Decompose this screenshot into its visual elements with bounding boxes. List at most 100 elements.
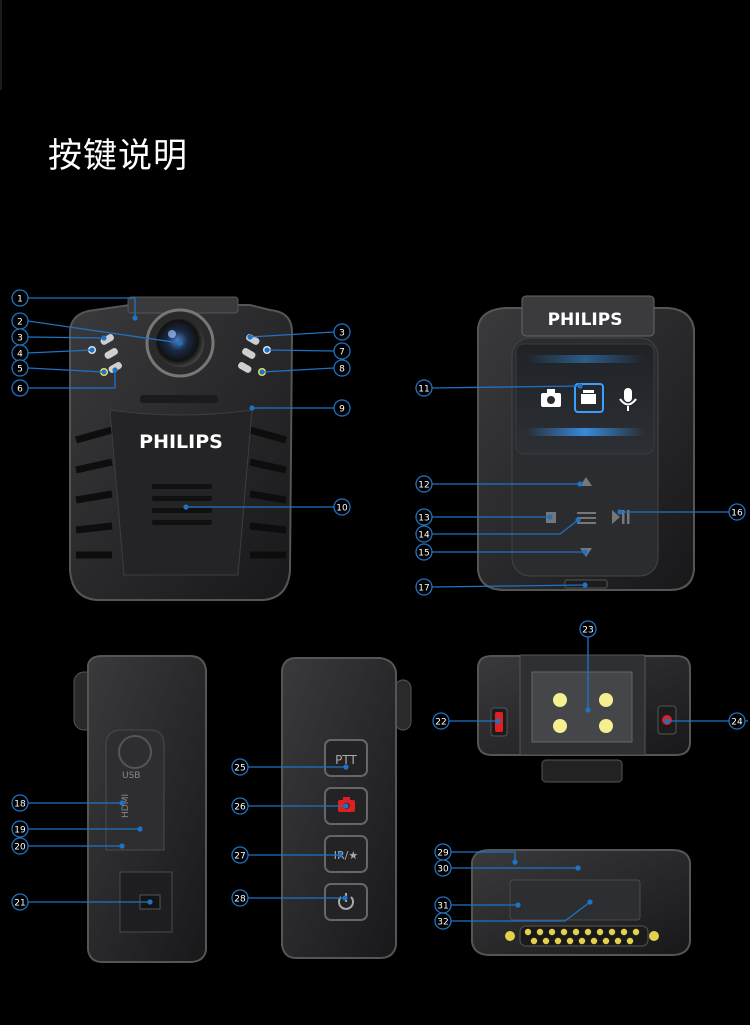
callout-dot [582, 549, 588, 555]
callout-number: 3 [339, 329, 345, 339]
fill-lights [553, 693, 613, 733]
callout-dot [112, 367, 118, 373]
connector-pins [524, 928, 640, 945]
screw-right [649, 931, 659, 941]
back-view: PHILIPS [477, 295, 695, 591]
connector-pin [542, 937, 550, 945]
callout-layer: 1234563789101112131415161718192021222324… [11, 289, 748, 930]
callout-marker [415, 525, 433, 543]
callout-marker [432, 712, 450, 730]
callout-number: 14 [418, 531, 430, 541]
connector-pin [584, 928, 592, 936]
callout-dot [132, 315, 138, 321]
callout-marker [11, 379, 29, 397]
callout-number: 12 [418, 481, 429, 491]
callout-dot [587, 899, 593, 905]
microphone-icon [619, 388, 637, 411]
callout-marker [11, 794, 29, 812]
callout-marker [11, 893, 29, 911]
front-center-panel [109, 409, 253, 576]
callout-number: 28 [234, 895, 246, 905]
callout-number: 31 [437, 902, 448, 912]
connector-pin [554, 937, 562, 945]
callout-number: 24 [731, 718, 743, 728]
callout-marker [333, 498, 351, 516]
callout-dot [585, 707, 591, 713]
callout-marker [11, 837, 29, 855]
callout-number: 16 [731, 509, 743, 519]
callout-dot [664, 718, 670, 724]
connector-pin [614, 937, 622, 945]
callout-marker [728, 712, 746, 730]
left-edge-line [0, 0, 2, 90]
power-button[interactable] [324, 883, 368, 921]
connector-pin [602, 937, 610, 945]
back-clip [521, 295, 655, 337]
callout-marker [415, 578, 433, 596]
connector-pin [620, 928, 628, 936]
callout-number: 7 [339, 348, 345, 358]
callout-dot [547, 514, 553, 520]
callout-number: 30 [437, 865, 449, 875]
right-side-view: PTT IR/★ [281, 657, 412, 959]
connector-pin [548, 928, 556, 936]
port-cover [105, 729, 165, 851]
callout-marker [415, 379, 433, 397]
ptt-label: PTT [335, 753, 357, 767]
front-view: PHILIPS [69, 296, 294, 601]
page-title: 按键说明 [48, 136, 188, 176]
video-mode-selected [574, 383, 604, 413]
callout-dot [495, 718, 501, 724]
connector-pin [596, 928, 604, 936]
callout-dot [249, 405, 255, 411]
callout-dot [343, 803, 349, 809]
front-brand-logo: PHILIPS [139, 431, 223, 453]
callout-dot [617, 509, 623, 515]
callout-number: 4 [17, 350, 23, 360]
play-pause-icon[interactable] [612, 510, 630, 524]
up-arrow-icon[interactable] [580, 477, 592, 486]
callout-dot [577, 481, 583, 487]
callout-number: 6 [17, 385, 23, 395]
callout-marker [728, 503, 746, 521]
callout-dot [515, 902, 521, 908]
connector-pin [560, 928, 568, 936]
callout-dot [183, 504, 189, 510]
callout-number: 9 [339, 405, 345, 415]
power-icon [338, 896, 354, 910]
callout-marker [415, 475, 433, 493]
callout-marker [231, 846, 249, 864]
ir-label: IR/★ [334, 849, 359, 862]
usb-label: USB [122, 771, 140, 781]
callout-marker [333, 359, 351, 377]
callout-number: 29 [437, 849, 449, 859]
callout-marker [333, 342, 351, 360]
callout-dot [259, 369, 265, 375]
camera-icon [541, 389, 561, 407]
connector-pin [590, 937, 598, 945]
menu-icon[interactable] [577, 512, 596, 524]
callout-number: 18 [14, 800, 26, 810]
callout-dot [575, 517, 581, 523]
ptt-button[interactable]: PTT [324, 739, 368, 777]
connector-pin [530, 937, 538, 945]
callout-number: 2 [17, 318, 23, 328]
screen-glow-bottom [526, 428, 644, 436]
callout-marker [434, 912, 452, 930]
callout-dot [343, 764, 349, 770]
ir-button[interactable]: IR/★ [324, 835, 368, 873]
bottom-view [471, 849, 691, 956]
callout-dot [89, 347, 95, 353]
front-ribs [75, 426, 287, 559]
connector-pin [626, 937, 634, 945]
video-icon [581, 390, 596, 404]
callout-number: 27 [234, 852, 245, 862]
callout-marker [415, 508, 433, 526]
callout-number: 26 [234, 803, 246, 813]
callout-marker [231, 797, 249, 815]
top-view [477, 654, 691, 783]
connector-pin [566, 937, 574, 945]
connector-pin [632, 928, 640, 936]
callout-dot [177, 340, 183, 346]
